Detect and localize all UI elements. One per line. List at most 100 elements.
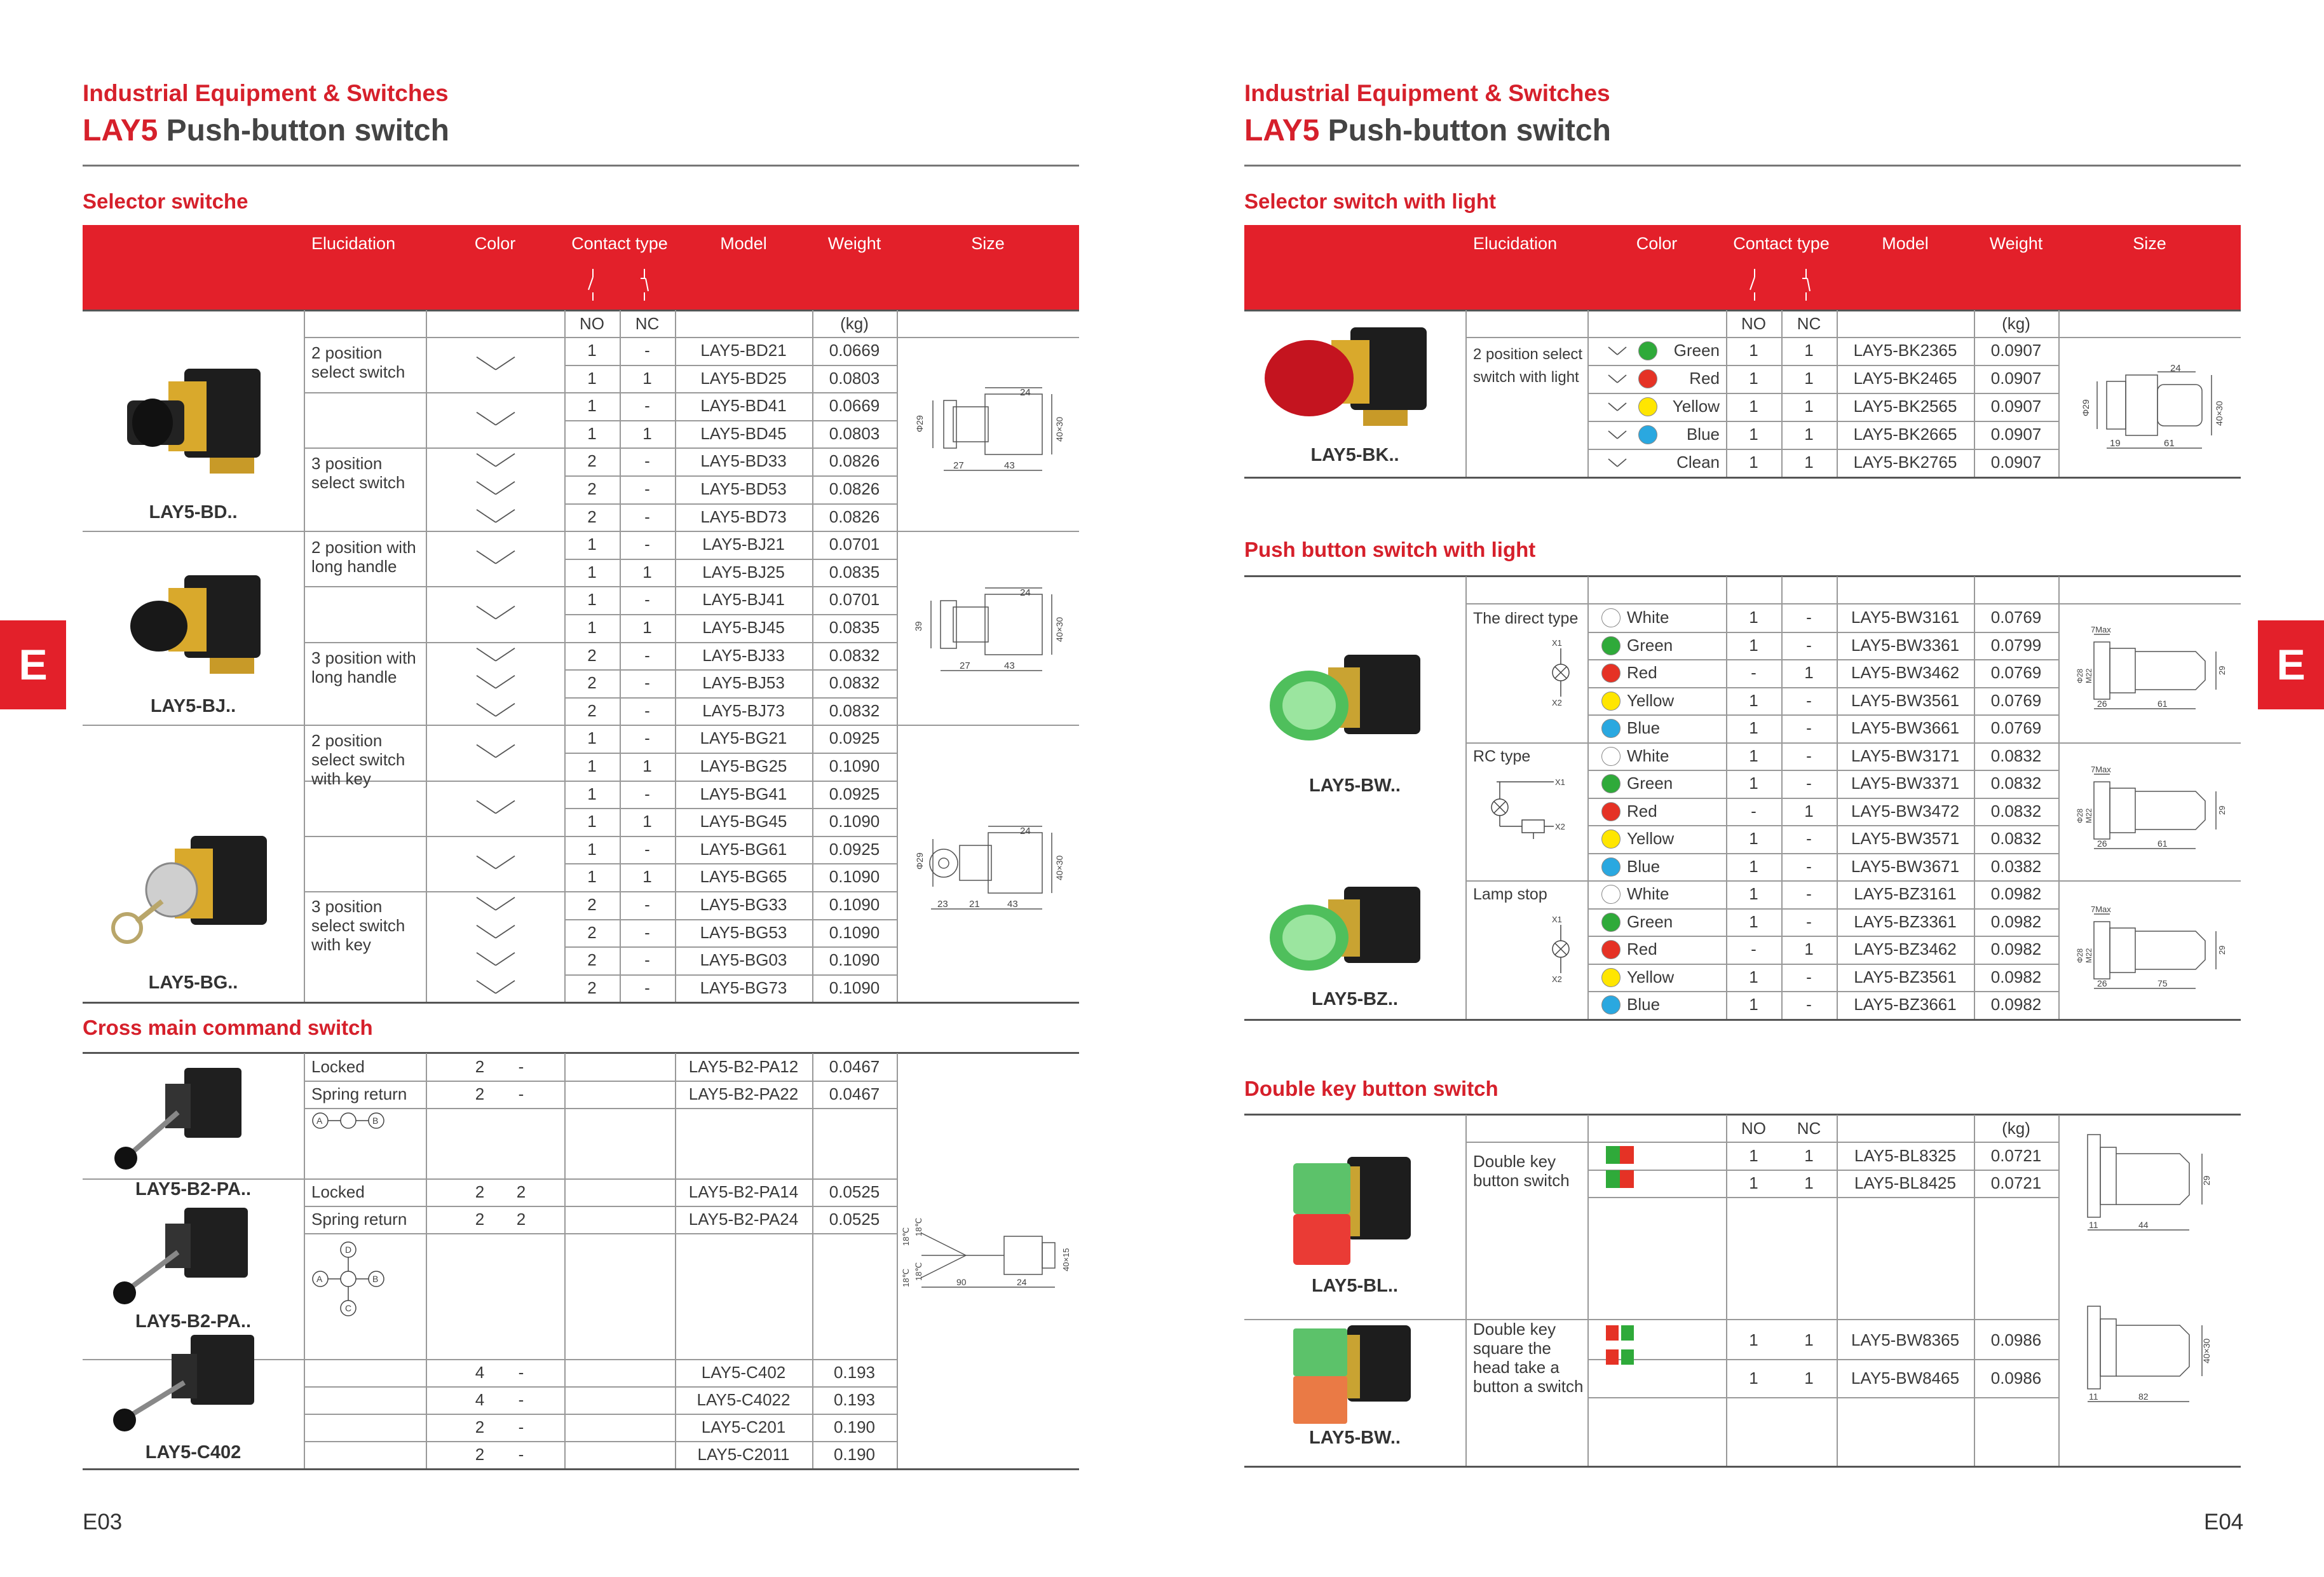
pos-b-label: B	[372, 1116, 378, 1126]
bk-nc: 1	[1804, 453, 1814, 472]
color-indicator-dot	[1601, 664, 1621, 683]
cell-weight: 0.0925	[829, 784, 880, 803]
bw-row-rule	[1587, 797, 2058, 799]
header-weight: Weight	[827, 234, 881, 253]
dim-bl-29: 29	[2201, 1175, 2212, 1185]
cross-row-rule	[304, 1414, 897, 1415]
caption-bd: LAY5-BD..	[149, 502, 238, 522]
bw-bottom-rule	[1244, 1019, 2241, 1021]
row-rule	[564, 697, 897, 699]
dim-bj-39: 39	[915, 621, 923, 631]
position-symbol-icon	[476, 702, 515, 717]
selector-light-switch-photo	[1265, 327, 1427, 426]
bw-no: 1	[1749, 746, 1758, 765]
dim-cross-18d: 18℃	[914, 1262, 923, 1281]
cell-no: 1	[587, 867, 597, 887]
col-rule	[620, 310, 621, 337]
cell-nc: -	[644, 645, 650, 665]
cross-nc: -	[518, 1084, 524, 1103]
product-title-left: LAY5 Push-button switch	[83, 113, 449, 148]
dk-sub-rule	[1465, 1142, 2058, 1143]
cell-no: 1	[587, 535, 597, 554]
bk-model: LAY5-BK2565	[1853, 397, 1957, 416]
cell-no: 2	[587, 950, 597, 970]
cross-weight: 0.0467	[829, 1084, 880, 1103]
bw-color: White	[1627, 608, 1669, 627]
cross-col-rule	[812, 1053, 813, 1468]
bw-model: LAY5-BW3571	[1851, 829, 1960, 848]
dk-col-rule	[2058, 1115, 2060, 1467]
cell-nc: -	[644, 396, 650, 416]
bw-color: Green	[1627, 635, 1673, 655]
desc-bw-square: Double key square the head take a button…	[1473, 1320, 1584, 1396]
cell-no: 2	[587, 673, 597, 693]
position-symbol-icon	[476, 952, 515, 966]
dk-weight: 0.0986	[1990, 1369, 2042, 1388]
page-number-right: E04	[2204, 1510, 2244, 1534]
row-rule	[564, 503, 897, 505]
cross-no: 2	[475, 1182, 485, 1201]
dk-col-rule	[1837, 1115, 1838, 1467]
dim-bd-43: 43	[1004, 460, 1015, 471]
bw-no: 1	[1749, 911, 1758, 931]
dk-nc: 1	[1804, 1173, 1814, 1192]
section-tab-right[interactable]: E	[2258, 620, 2324, 709]
bk-color: Green	[1673, 341, 1720, 360]
cell-weight: 0.1090	[829, 895, 880, 914]
caption-bw: LAY5-BW..	[1309, 775, 1401, 796]
cross-no: 2	[475, 1445, 485, 1464]
dk-model: LAY5-BL8325	[1854, 1146, 1956, 1165]
check-mark-icon	[1608, 346, 1627, 355]
dim-bd-27: 27	[953, 460, 964, 471]
bk-col-rule	[1726, 310, 1727, 477]
row-rule	[564, 364, 897, 366]
caption-bg: LAY5-BG..	[148, 973, 238, 993]
bw-weight: 0.0982	[1990, 995, 2042, 1014]
bw-nc: -	[1806, 967, 1812, 986]
section-tab-left[interactable]: E	[0, 620, 66, 709]
bk-model: LAY5-BK2465	[1853, 369, 1957, 388]
header-bottom-rule	[83, 310, 1079, 311]
row-rule	[564, 392, 897, 394]
cell-nc: -	[644, 507, 650, 526]
dimension-drawing-bw-square: 40×30 11 82	[2087, 1306, 2212, 1402]
bk-row-rule	[1587, 449, 2058, 450]
bw-model: LAY5-BW3171	[1851, 746, 1960, 765]
bw-color: Blue	[1627, 718, 1661, 737]
cross-weight: 0.0525	[829, 1210, 880, 1229]
bw-nc: -	[1806, 829, 1812, 848]
cross-weight: 0.0525	[829, 1182, 880, 1201]
label-rc-type: RC type	[1473, 748, 1531, 765]
cell-weight: 0.0803	[829, 423, 880, 443]
double-key-color-icon	[1606, 1146, 1634, 1188]
cell-model: LAY5-BD45	[700, 423, 787, 443]
subheader-rule	[304, 337, 1079, 338]
cross-nc: 2	[516, 1210, 526, 1229]
dk-group-rule	[1244, 1319, 2058, 1320]
bw-color: Red	[1627, 801, 1657, 821]
header-contact-right: Contact type	[1733, 234, 1830, 253]
check-mark-icon	[1608, 374, 1627, 383]
cell-no: 1	[587, 562, 597, 582]
cell-nc: -	[644, 451, 650, 471]
cell-weight: 0.0925	[829, 728, 880, 748]
cross-model: LAY5-B2-PA22	[688, 1084, 799, 1103]
dk-no: 1	[1749, 1173, 1758, 1192]
bw-no: 1	[1749, 608, 1758, 627]
cross-nc: -	[518, 1363, 524, 1382]
cross-no: 2	[475, 1417, 485, 1437]
group-rule	[304, 447, 564, 449]
subheader-rule-right	[1465, 337, 2241, 338]
bk-nc: 1	[1804, 397, 1814, 416]
cell-model: LAY5-BG45	[700, 812, 787, 831]
position-symbol-icon	[476, 980, 515, 994]
cross-nc: -	[518, 1417, 524, 1437]
bk-col-rule	[1587, 310, 1589, 477]
dim-bz-29: 29	[2217, 946, 2227, 955]
pos4-d-label: D	[345, 1245, 351, 1255]
bw-top-rule	[1244, 575, 2241, 577]
dim-bw2-phi28: Φ28	[2076, 809, 2084, 823]
table-header-band	[83, 225, 1079, 310]
bw-model: LAY5-BZ3161	[1854, 884, 1957, 903]
dimension-drawing-bz: 7Max Φ28 M22 29 26 75	[2076, 905, 2227, 989]
